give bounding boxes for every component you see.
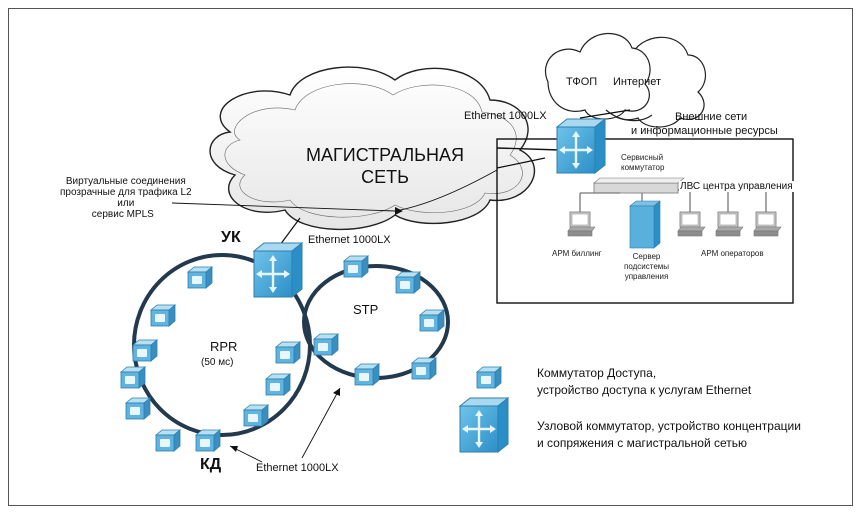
legend-core-switch-icon — [458, 396, 510, 454]
lan-label: ЛВС центра управления — [679, 181, 794, 192]
kd-label: КД — [200, 456, 222, 473]
backbone-label: МАГИСТРАЛЬНАЯ СЕТЬ — [296, 144, 474, 188]
service-switch-line2: коммутатор — [621, 163, 665, 172]
operators-pc-label: АРМ операторов — [701, 249, 764, 258]
operator-pc-icon — [715, 211, 744, 237]
access-switch-icon — [275, 341, 301, 364]
external-networks-label: Внешние сети и информационные ресурсы — [631, 110, 778, 138]
service-switch-icon — [555, 117, 607, 175]
external-line1: Внешние сети — [675, 111, 748, 123]
legend-access-switch-icon — [476, 366, 502, 389]
backbone-cloud — [209, 66, 536, 231]
access-switch-icon — [195, 429, 221, 452]
uk-label: УК — [221, 229, 241, 246]
pstn-cloud — [545, 32, 651, 120]
access-switch-icon — [265, 373, 291, 396]
core-switch-uk-icon — [252, 241, 304, 299]
access-switch-icon — [125, 397, 151, 420]
rpr-sub-label: (50 мс) — [201, 357, 234, 368]
access-switch-icon — [187, 266, 213, 289]
billing-pc-label: АРМ биллинг — [552, 249, 602, 258]
control-center-box — [496, 138, 794, 304]
access-switch-icon — [419, 309, 445, 332]
billing-pc-icon — [567, 211, 596, 237]
server-label: Сервер подсистемы управления — [624, 252, 669, 282]
server-icon — [629, 200, 661, 249]
legend-core-text: Узловой коммутатор, устройство концентра… — [537, 418, 801, 452]
legend-access-text: Коммутатор Доступа, устройство доступа к… — [537, 365, 751, 399]
legend-core-line2: и сопряжения с магистральной сетью — [537, 436, 748, 450]
service-switch-label: Сервисный коммутатор — [621, 153, 664, 173]
backbone-line2: СЕТЬ — [361, 167, 409, 187]
access-switch-icon — [411, 357, 437, 380]
access-switch-icon — [354, 363, 380, 386]
operator-pc-icon — [753, 211, 782, 237]
external-line2: и информационные ресурсы — [631, 125, 778, 137]
server-line2: подсистемы — [624, 262, 670, 271]
rpr-label: RPR — [210, 339, 238, 354]
operator-pc-icon — [677, 211, 706, 237]
access-switch-icon — [120, 366, 146, 389]
virtual-line2: прозрачные для трафика L2 — [60, 187, 192, 198]
server-line3: управления — [624, 272, 669, 281]
pstn-label: ТФОП — [566, 76, 598, 88]
lan-hub — [593, 182, 679, 194]
virtual-line1: Виртуальные соединения — [65, 176, 186, 187]
virtual-line3: или — [117, 198, 135, 209]
server-line1: Сервер — [632, 252, 661, 261]
diagram-frame — [8, 8, 853, 506]
internet-label: Интернет — [613, 76, 661, 88]
legend-access-line1: Коммутатор Доступа, — [537, 366, 657, 380]
stp-label: STP — [353, 302, 379, 317]
backbone-line1: МАГИСТРАЛЬНАЯ — [306, 145, 464, 165]
virtual-connections-label: Виртуальные соединения прозрачные для тр… — [60, 176, 192, 220]
access-switch-icon — [150, 304, 176, 327]
ethernet-uk-label: Ethernet 1000LX — [308, 234, 391, 246]
virtual-line4: сервис MPLS — [91, 209, 154, 220]
ethernet-top-label: Ethernet 1000LX — [464, 110, 547, 122]
access-switch-icon — [243, 404, 269, 427]
access-switch-icon — [313, 333, 339, 356]
service-switch-line1: Сервисный — [621, 153, 664, 162]
access-switch-icon — [132, 339, 158, 362]
access-switch-icon — [343, 255, 369, 278]
legend-core-line1: Узловой коммутатор, устройство концентра… — [537, 419, 801, 433]
access-switch-icon — [395, 271, 421, 294]
access-switch-icon — [155, 429, 181, 452]
legend-access-line2: устройство доступа к услугам Ethernet — [537, 383, 752, 397]
ethernet-kd-label: Ethernet 1000LX — [256, 462, 339, 474]
